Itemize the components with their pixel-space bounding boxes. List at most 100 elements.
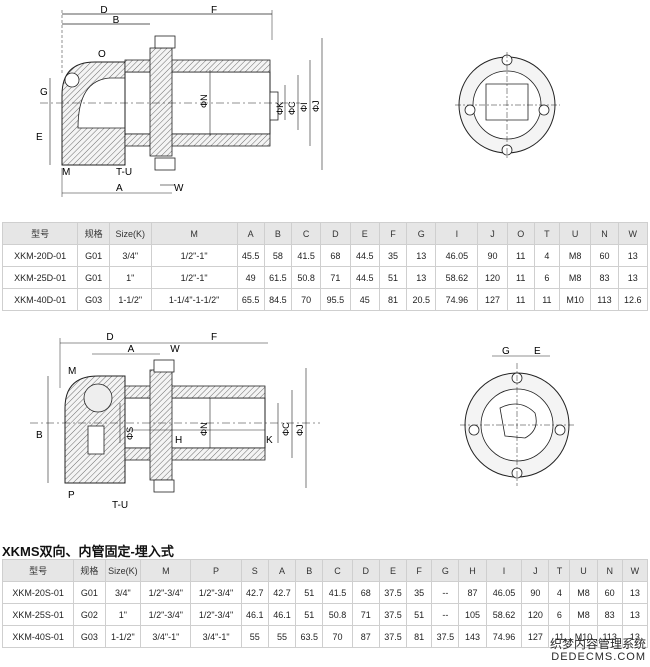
table-cell: G02 (73, 603, 106, 626)
table-cell: 90 (521, 581, 550, 604)
dim-label-b: B (36, 430, 43, 441)
table-cell: 3/4" (104, 581, 142, 604)
table-cell: 51 (295, 603, 324, 626)
dim-label-n: ΦN (199, 422, 209, 436)
dim-label-k: ΦK (275, 102, 285, 115)
table-cell: M8 (569, 603, 598, 626)
col-header: 型号 (1, 559, 75, 582)
col-header: J (521, 559, 550, 582)
dim-label-k: K (266, 435, 273, 446)
table-cell: 1/2"-3/4" (140, 581, 192, 604)
dim-label-b: B (113, 15, 120, 26)
end-view-1 (455, 52, 560, 158)
section-title: XKMS双向、内管固定-埋入式 (2, 544, 174, 559)
table-cell: 4 (533, 244, 560, 267)
dim-label-w: W (174, 183, 184, 194)
table-header-row: 型号 规格 Size(K) M P S A B C D E F G H I J … (1, 559, 649, 582)
dim-label-s: ΦS (125, 427, 135, 440)
table-cell: 58.62 (435, 266, 479, 289)
table-cell: 81 (406, 625, 433, 648)
col-header: B (263, 222, 292, 245)
table-cell: 65.5 (236, 288, 265, 311)
table-cell: 46.1 (267, 603, 297, 626)
table-cell: 61.5 (263, 266, 292, 289)
table-cell: 11 (533, 288, 560, 311)
table-cell: 58 (263, 244, 292, 267)
table-cell: 1/2"-1" (150, 244, 238, 267)
table-cell: 51 (295, 581, 324, 604)
table-cell: 3/4" (108, 244, 152, 267)
col-header: G (431, 559, 460, 582)
table-cell: G01 (77, 266, 110, 289)
table-cell: 46.1 (240, 603, 269, 626)
table-cell: 37.5 (431, 625, 460, 648)
table-cell: 46.05 (435, 244, 479, 267)
col-header: M (150, 222, 238, 245)
dim-label-m: M (68, 366, 76, 377)
table-cell: 50.8 (290, 266, 322, 289)
table-cell: 6 (548, 603, 571, 626)
table-row: XKM-25S-01 G02 1" 1/2"-3/4" 1/2"-3/4" 46… (1, 603, 649, 626)
table-cell: 60 (596, 581, 623, 604)
col-header: I (435, 222, 479, 245)
table-row: XKM-25D-01 G01 1" 1/2"-1" 49 61.5 50.8 7… (1, 266, 649, 289)
table-cell: M8 (558, 266, 592, 289)
table-cell: 11 (506, 244, 535, 267)
dim-label-h: H (175, 435, 182, 446)
table-cell: 44.5 (349, 244, 380, 267)
table-cell: 1/2"-3/4" (190, 603, 242, 626)
dim-label-d: D (100, 5, 107, 16)
dim-label-tu: T-U (116, 167, 132, 178)
table-cell: G01 (73, 581, 106, 604)
table-cell: XKM-40S-01 (1, 625, 75, 648)
col-header: D (320, 222, 351, 245)
dim-label-a: A (116, 183, 123, 194)
table-cell: 3/4"-1" (190, 625, 242, 648)
table-cell: -- (431, 603, 460, 626)
col-header: 规格 (77, 222, 110, 245)
table-cell: 37.5 (378, 581, 408, 604)
table-cell: 13 (617, 244, 649, 267)
table-cell: 113 (590, 288, 619, 311)
table-row: XKM-40S-01 G03 1-1/2" 3/4"-1" 3/4"-1" 55… (1, 625, 649, 648)
table-cell: XKM-20S-01 (1, 581, 75, 604)
table-cell: G03 (73, 625, 106, 648)
table-cell: 13 (617, 266, 649, 289)
table-cell: 87 (351, 625, 380, 648)
table-cell: -- (431, 581, 460, 604)
table-cell: 35 (378, 244, 408, 267)
watermark-line1: 织梦内容管理系统 (549, 637, 646, 651)
table-cell: 68 (351, 581, 380, 604)
col-header: F (406, 559, 433, 582)
table-cell: 55 (240, 625, 269, 648)
spec-table-xkms: 型号 规格 Size(K) M P S A B C D E F G H I J … (1, 559, 649, 648)
table-cell: 55 (267, 625, 297, 648)
table-cell: 20.5 (406, 288, 437, 311)
table-cell: 45.5 (236, 244, 265, 267)
table-cell: 127 (477, 288, 508, 311)
table-cell: M8 (569, 581, 598, 604)
table-cell: 1/2"-3/4" (190, 581, 242, 604)
table-cell: 83 (596, 603, 623, 626)
table-cell: 127 (521, 625, 550, 648)
col-header: G (406, 222, 437, 245)
table-cell: 1/2"-1" (150, 266, 238, 289)
col-header: F (378, 222, 408, 245)
dim-label-f: F (211, 332, 217, 343)
col-header: J (477, 222, 508, 245)
table-cell: 13 (406, 244, 437, 267)
dim-label-f: F (211, 5, 217, 16)
col-header: A (267, 559, 297, 582)
table-cell: 71 (320, 266, 351, 289)
table-cell: 11 (506, 288, 535, 311)
table-cell: 50.8 (322, 603, 353, 626)
table-cell: 46.05 (485, 581, 523, 604)
col-header: C (322, 559, 353, 582)
dim-label-a: A (128, 344, 135, 355)
col-header: W (617, 222, 649, 245)
col-header: N (596, 559, 623, 582)
watermark-line2: DEDECMS.COM (551, 651, 646, 663)
table-cell: 4 (548, 581, 571, 604)
table-cell: 105 (458, 603, 487, 626)
table-cell: XKM-20D-01 (1, 244, 79, 267)
